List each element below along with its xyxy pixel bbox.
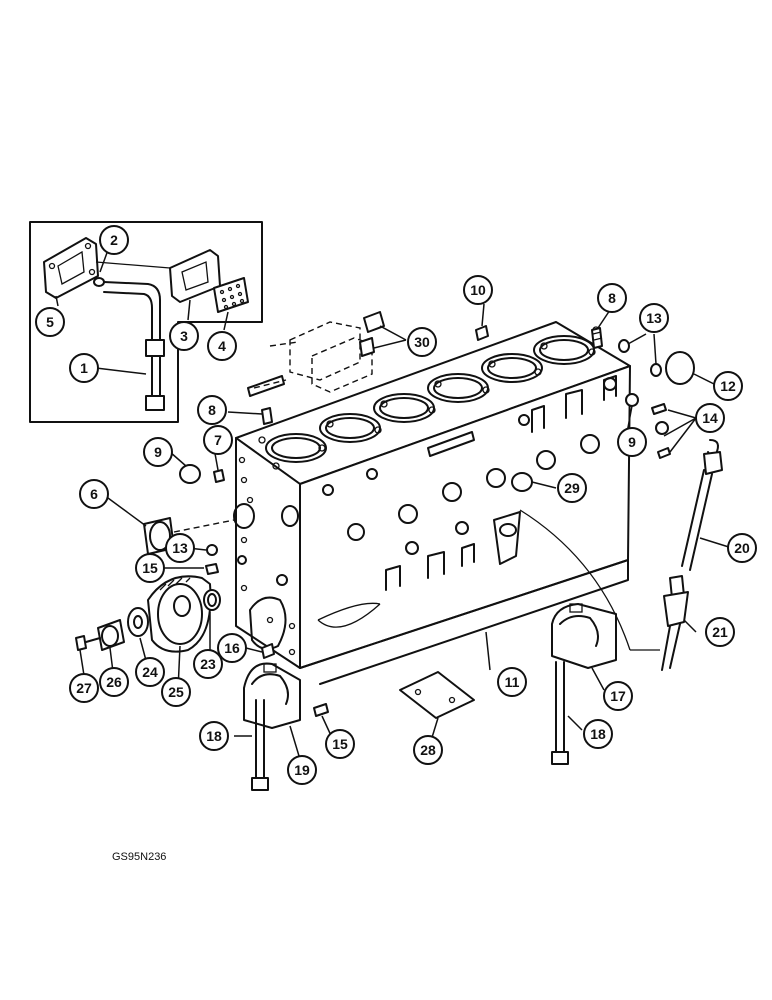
svg-text:20: 20 xyxy=(734,540,750,556)
callout-9-right: 9 xyxy=(617,427,647,457)
svg-text:27: 27 xyxy=(76,680,92,696)
callout-14: 14 xyxy=(695,403,725,433)
svg-text:9: 9 xyxy=(154,444,162,460)
callout-23: 23 xyxy=(193,649,223,679)
callout-3: 3 xyxy=(169,321,199,351)
callout-19: 19 xyxy=(287,755,317,785)
svg-text:17: 17 xyxy=(610,688,626,704)
callout-17: 17 xyxy=(603,681,633,711)
svg-text:24: 24 xyxy=(142,664,158,680)
callout-12: 12 xyxy=(713,371,743,401)
drawing-code: GS95N236 xyxy=(112,851,166,863)
svg-text:11: 11 xyxy=(505,674,520,690)
svg-text:2: 2 xyxy=(110,232,118,248)
callout-15-bottom: 15 xyxy=(325,729,355,759)
svg-text:13: 13 xyxy=(172,540,188,556)
callout-18-right: 18 xyxy=(583,719,613,749)
svg-text:21: 21 xyxy=(712,624,728,640)
callout-29: 29 xyxy=(557,473,587,503)
svg-text:8: 8 xyxy=(208,402,216,418)
callout-30: 30 xyxy=(407,327,437,357)
svg-text:14: 14 xyxy=(702,410,718,426)
svg-text:13: 13 xyxy=(646,310,662,326)
svg-text:5: 5 xyxy=(46,314,54,330)
svg-text:6: 6 xyxy=(90,486,98,502)
callout-24: 24 xyxy=(135,657,165,687)
callout-11: 11 xyxy=(497,667,527,697)
callout-28: 28 xyxy=(413,735,443,765)
svg-text:12: 12 xyxy=(720,378,736,394)
svg-text:3: 3 xyxy=(180,328,188,344)
callout-6: 6 xyxy=(79,479,109,509)
svg-text:18: 18 xyxy=(590,726,606,742)
cover-plate-group xyxy=(247,311,385,397)
callout-1: 1 xyxy=(69,353,99,383)
callout-27: 27 xyxy=(69,673,99,703)
svg-text:1: 1 xyxy=(80,360,88,376)
svg-text:7: 7 xyxy=(214,432,222,448)
dipstick-group xyxy=(519,439,723,671)
svg-text:16: 16 xyxy=(224,640,240,656)
svg-text:18: 18 xyxy=(206,728,222,744)
callout-20: 20 xyxy=(727,533,757,563)
callout-13-left: 13 xyxy=(165,533,195,563)
callout-13-right: 13 xyxy=(639,303,669,333)
callout-9-left: 9 xyxy=(143,437,173,467)
pickup-inset xyxy=(29,221,263,423)
callout-8-right: 8 xyxy=(597,283,627,313)
svg-text:4: 4 xyxy=(218,338,226,354)
callout-7: 7 xyxy=(203,425,233,455)
svg-text:30: 30 xyxy=(414,334,430,350)
callout-2: 2 xyxy=(99,225,129,255)
svg-text:19: 19 xyxy=(294,762,310,778)
svg-text:25: 25 xyxy=(168,684,184,700)
cap-bolts xyxy=(251,661,569,791)
small-parts xyxy=(143,325,695,717)
callout-5: 5 xyxy=(35,307,65,337)
bearing-caps xyxy=(243,603,617,729)
svg-text:28: 28 xyxy=(420,742,436,758)
svg-text:8: 8 xyxy=(608,290,616,306)
svg-text:9: 9 xyxy=(628,434,636,450)
callout-8-left: 8 xyxy=(197,395,227,425)
svg-text:15: 15 xyxy=(142,560,158,576)
callout-18-left: 18 xyxy=(199,721,229,751)
callout-16: 16 xyxy=(217,633,247,663)
svg-text:23: 23 xyxy=(200,656,216,672)
svg-text:29: 29 xyxy=(564,480,580,496)
svg-text:10: 10 xyxy=(470,282,486,298)
callout-15-left: 15 xyxy=(135,553,165,583)
callout-21: 21 xyxy=(705,617,735,647)
callouts: 1 2 3 4 5 6 7 8 8 9 9 10 11 12 13 13 14 … xyxy=(35,225,757,785)
svg-text:26: 26 xyxy=(106,674,122,690)
callout-26: 26 xyxy=(99,667,129,697)
callout-10: 10 xyxy=(463,275,493,305)
front-gear-assembly xyxy=(75,575,221,653)
callout-4: 4 xyxy=(207,331,237,361)
engine-block xyxy=(233,321,631,685)
svg-text:15: 15 xyxy=(332,736,348,752)
callout-25: 25 xyxy=(161,677,191,707)
